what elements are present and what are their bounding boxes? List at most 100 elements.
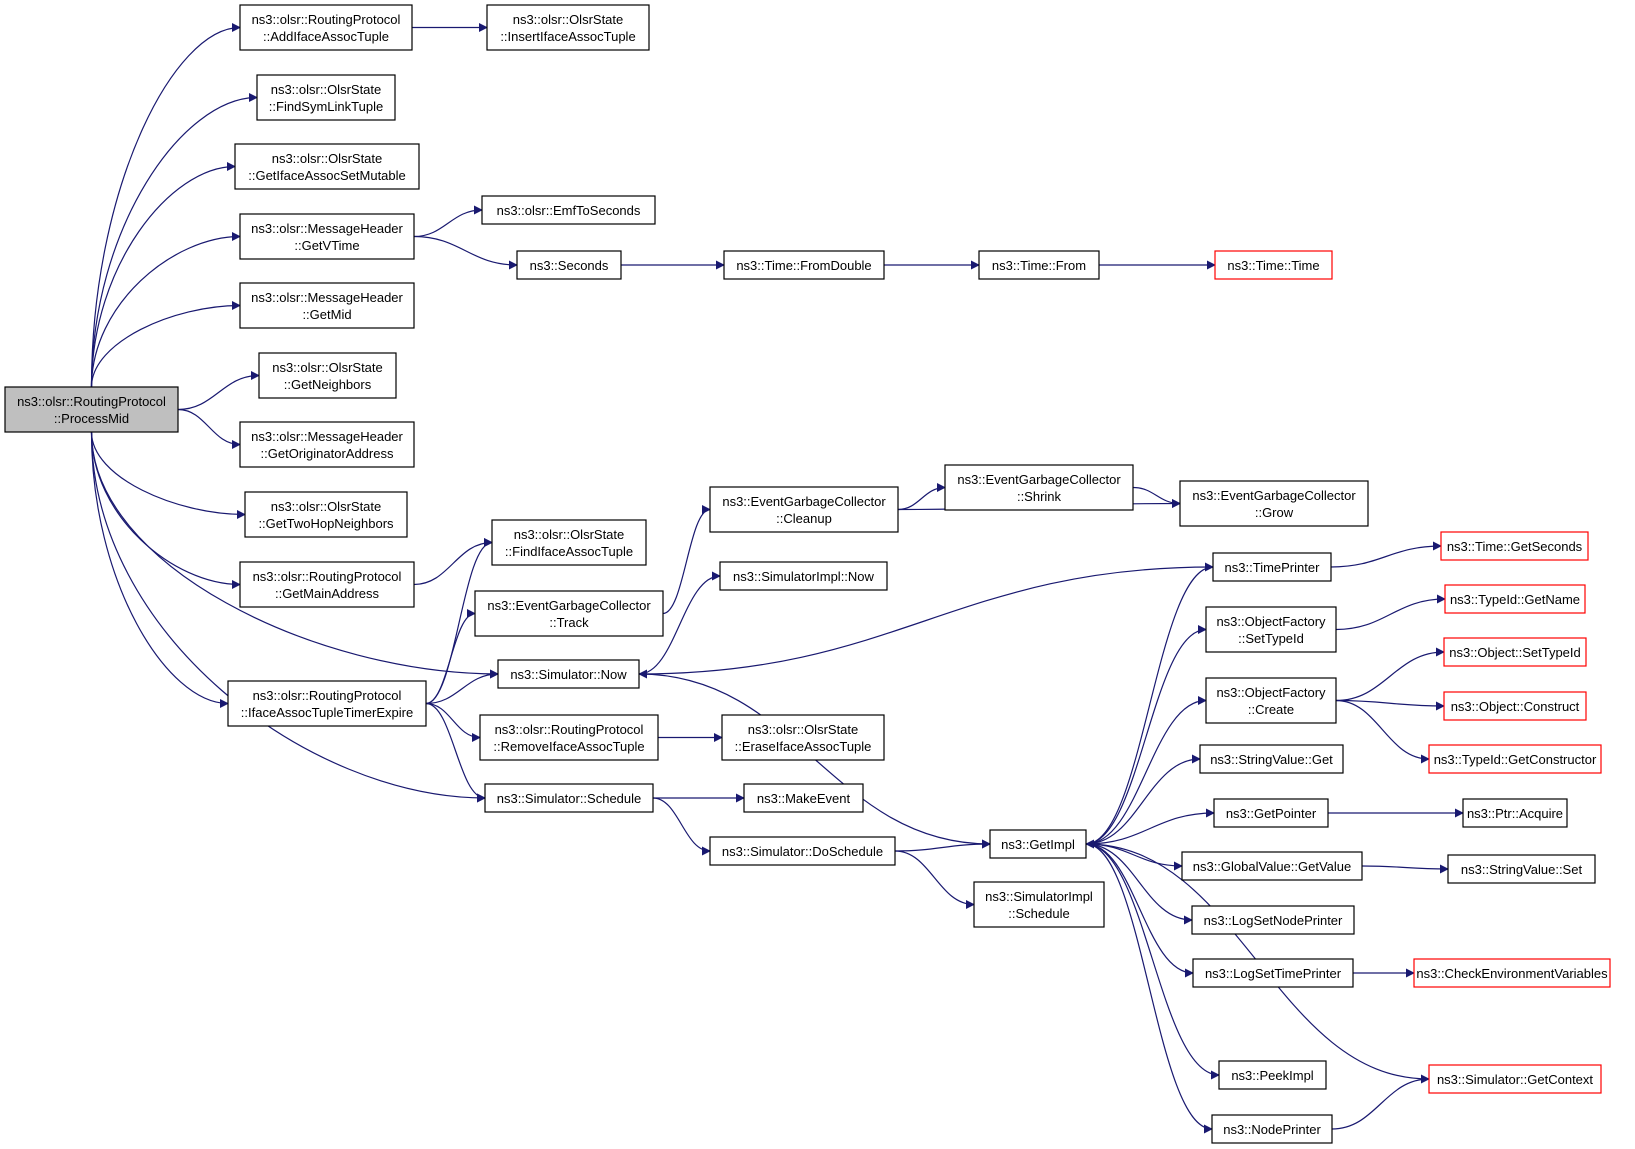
node-gctrack[interactable]: ns3::EventGarbageCollector::Track — [474, 590, 664, 637]
node-simimplnow[interactable]: ns3::SimulatorImpl::Now — [719, 561, 888, 591]
node-eraseifaceassoctuple[interactable]: ns3::olsr::OlsrState::EraseIfaceAssocTup… — [721, 714, 885, 761]
node-simnow[interactable]: ns3::Simulator::Now — [497, 659, 640, 689]
node-settypeid[interactable]: ns3::ObjectFactory::SetTypeId — [1205, 606, 1337, 653]
node-gcshrink[interactable]: ns3::EventGarbageCollector::Shrink — [944, 464, 1134, 511]
edge-processmid-to-findsymlinktuple — [90, 93, 258, 388]
node-label: ns3::Time::FromDouble — [736, 258, 871, 273]
node-objsettypeid[interactable]: ns3::Object::SetTypeId — [1443, 637, 1587, 667]
edge-arrow — [638, 571, 721, 675]
node-getvtime[interactable]: ns3::olsr::MessageHeader::GetVTime — [239, 213, 415, 260]
node-box — [721, 714, 885, 761]
node-logsetnodeprinter[interactable]: ns3::LogSetNodePrinter — [1191, 905, 1355, 935]
edge-processmid-to-ifaceassoctupletimerexpire — [90, 431, 229, 708]
edge-getmainaddress-to-findifaceassoctuple — [413, 538, 493, 586]
node-box — [1205, 677, 1337, 724]
node-getifaceassocsetmutable[interactable]: ns3::olsr::OlsrState::GetIfaceAssocSetMu… — [234, 143, 420, 190]
node-stringvalueset[interactable]: ns3::StringValue::Set — [1447, 854, 1596, 884]
edge-ifaceassoctupletimerexpire-to-simschedule — [425, 702, 486, 803]
node-stringvalueget[interactable]: ns3::StringValue::Get — [1199, 744, 1344, 774]
node-checkenv[interactable]: ns3::CheckEnvironmentVariables — [1413, 958, 1611, 988]
edge-doschedule-to-getimpl — [894, 839, 991, 852]
node-box — [1179, 480, 1369, 527]
node-getseconds[interactable]: ns3::Time::GetSeconds — [1440, 531, 1589, 561]
node-findifaceassoctuple[interactable]: ns3::olsr::OlsrState::FindIfaceAssocTupl… — [491, 519, 647, 566]
node-box — [1181, 851, 1363, 881]
node-label: ::Create — [1248, 702, 1294, 717]
edge-getimpl-to-ofcreate — [1085, 696, 1207, 845]
edge-arrow — [425, 609, 476, 705]
node-emftoseconds[interactable]: ns3::olsr::EmfToSeconds — [481, 195, 656, 225]
node-timeprinter[interactable]: ns3::TimePrinter — [1212, 552, 1332, 582]
edge-simschedule-to-doschedule — [652, 797, 711, 856]
nodes-layer: ns3::olsr::RoutingProtocol::ProcessMidns… — [4, 4, 1611, 1144]
node-label: ns3::TypeId::GetName — [1450, 592, 1580, 607]
node-getconstructor[interactable]: ns3::TypeId::GetConstructor — [1428, 744, 1602, 774]
edge-processmid-to-getneighbors — [177, 371, 260, 411]
node-ptracquire[interactable]: ns3::Ptr::Acquire — [1462, 798, 1568, 828]
node-box — [1211, 1114, 1333, 1144]
edge-getimpl-to-peekimpl — [1085, 843, 1220, 1080]
node-label: ns3::Object::Construct — [1451, 699, 1580, 714]
edge-arrow — [90, 431, 486, 803]
node-ofcreate[interactable]: ns3::ObjectFactory::Create — [1205, 677, 1337, 724]
node-getpointer[interactable]: ns3::GetPointer — [1213, 798, 1329, 828]
node-removeifaceassoctuple[interactable]: ns3::olsr::RoutingProtocol::RemoveIfaceA… — [479, 714, 659, 761]
edge-arrow — [1085, 843, 1193, 925]
node-nodeprinter[interactable]: ns3::NodePrinter — [1211, 1114, 1333, 1144]
node-getimpl[interactable]: ns3::GetImpl — [989, 829, 1087, 859]
edge-arrow — [1085, 625, 1207, 845]
node-gccleanup[interactable]: ns3::EventGarbageCollector::Cleanup — [709, 486, 899, 533]
edge-arrow — [1132, 486, 1181, 508]
node-findsymlinktuple[interactable]: ns3::olsr::OlsrState::FindSymLinkTuple — [256, 74, 396, 121]
node-peekimpl[interactable]: ns3::PeekImpl — [1218, 1060, 1327, 1090]
node-gettwohopneighbors[interactable]: ns3::olsr::OlsrState::GetTwoHopNeighbors — [244, 491, 408, 538]
node-label: ns3::Time::From — [992, 258, 1086, 273]
node-gcgrow[interactable]: ns3::EventGarbageCollector::Grow — [1179, 480, 1369, 527]
node-timefrom[interactable]: ns3::Time::From — [978, 250, 1100, 280]
edge-getimpl-to-logsettimeprinter — [1085, 843, 1194, 978]
node-label: ns3::olsr::EmfToSeconds — [497, 203, 641, 218]
node-label: ns3::LogSetTimePrinter — [1205, 966, 1342, 981]
node-label: ::GetNeighbors — [284, 377, 372, 392]
edge-getimpl-to-settypeid — [1085, 625, 1207, 845]
node-simimplschedule[interactable]: ns3::SimulatorImpl::Schedule — [973, 881, 1105, 928]
node-label: ::GetMid — [302, 307, 351, 322]
node-globalvalueget[interactable]: ns3::GlobalValue::GetValue — [1181, 851, 1363, 881]
edge-doschedule-to-simimplschedule — [894, 850, 975, 909]
node-objconstruct[interactable]: ns3::Object::Construct — [1443, 691, 1587, 721]
node-timetime[interactable]: ns3::Time::Time — [1214, 250, 1333, 280]
node-getmainaddress[interactable]: ns3::olsr::RoutingProtocol::GetMainAddre… — [239, 561, 415, 608]
node-processmid[interactable]: ns3::olsr::RoutingProtocol::ProcessMid — [4, 386, 179, 433]
node-label: ns3::StringValue::Get — [1210, 752, 1333, 767]
edge-processmid-to-addifaceassoctuple — [90, 23, 241, 388]
node-label: ns3::GetImpl — [1001, 837, 1075, 852]
node-box — [1213, 798, 1329, 828]
node-fromdouble[interactable]: ns3::Time::FromDouble — [723, 250, 885, 280]
edge-ofcreate-to-objconstruct — [1335, 699, 1445, 711]
node-simschedule[interactable]: ns3::Simulator::Schedule — [484, 783, 654, 813]
node-label: ns3::olsr::MessageHeader — [251, 429, 403, 444]
node-seconds[interactable]: ns3::Seconds — [516, 250, 622, 280]
node-addifaceassoctuple[interactable]: ns3::olsr::RoutingProtocol::AddIfaceAsso… — [239, 4, 413, 51]
edge-arrow — [90, 162, 236, 388]
edge-getimpl-to-logsetnodeprinter — [1085, 843, 1193, 925]
node-makeevent[interactable]: ns3::MakeEvent — [743, 783, 864, 813]
node-label: ns3::TimePrinter — [1225, 560, 1321, 575]
node-getoriginatoraddress[interactable]: ns3::olsr::MessageHeader::GetOriginatorA… — [239, 421, 415, 468]
node-box — [479, 714, 659, 761]
node-label: ns3::olsr::OlsrState — [513, 12, 624, 27]
edge-ifaceassoctupletimerexpire-to-gctrack — [425, 609, 476, 705]
node-label: ::GetTwoHopNeighbors — [258, 516, 394, 531]
edge-arrow — [1085, 754, 1201, 845]
node-label: ns3::olsr::RoutingProtocol — [253, 569, 402, 584]
node-getcontext[interactable]: ns3::Simulator::GetContext — [1428, 1064, 1602, 1094]
node-doschedule[interactable]: ns3::Simulator::DoSchedule — [709, 836, 896, 866]
node-getname[interactable]: ns3::TypeId::GetName — [1444, 584, 1586, 614]
node-insertifaceassoctuple[interactable]: ns3::olsr::OlsrState::InsertIfaceAssocTu… — [486, 4, 650, 51]
edge-getimpl-to-nodeprinter — [1085, 843, 1213, 1134]
node-ifaceassoctupletimerexpire[interactable]: ns3::olsr::RoutingProtocol::IfaceAssocTu… — [227, 680, 427, 727]
edge-gctrack-to-gccleanup — [662, 505, 711, 615]
node-logsettimeprinter[interactable]: ns3::LogSetTimePrinter — [1192, 958, 1354, 988]
node-getneighbors[interactable]: ns3::olsr::OlsrState::GetNeighbors — [258, 352, 397, 399]
node-getmid[interactable]: ns3::olsr::MessageHeader::GetMid — [239, 282, 415, 329]
